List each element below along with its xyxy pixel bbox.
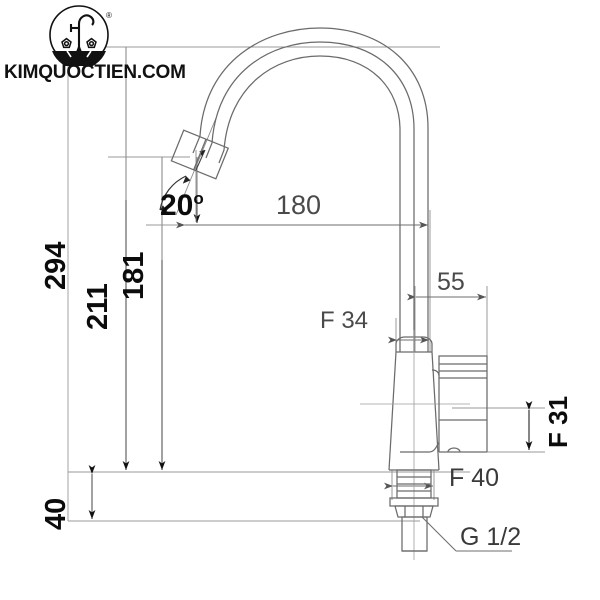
aerator-tip bbox=[170, 129, 230, 180]
brand-name: KIMQUOCTIEN.COM bbox=[4, 62, 186, 83]
dimension-211-label: 211 bbox=[82, 283, 114, 330]
mounting-shank bbox=[389, 469, 439, 552]
faucet-in-circle-logo: ® bbox=[49, 5, 112, 66]
dimension-181-label: 181 bbox=[118, 251, 150, 300]
leader-line-g12 bbox=[421, 516, 512, 552]
dimension-f40-label: F 40 bbox=[449, 464, 500, 492]
dimension-f31-label: F 31 bbox=[543, 395, 573, 448]
dimension-40-label: 40 bbox=[40, 497, 72, 530]
dimension-180-label: 180 bbox=[276, 190, 322, 220]
svg-text:®: ® bbox=[106, 11, 112, 20]
dimension-f34-label: F 34 bbox=[320, 307, 369, 334]
extension-lines bbox=[68, 46, 545, 522]
faucet-outline bbox=[192, 27, 429, 352]
brand-watermark: ® KIMQUOCTIEN.COM bbox=[0, 0, 200, 100]
degree-symbol: o bbox=[193, 189, 204, 208]
angle-marks-20-degrees bbox=[159, 117, 217, 222]
dimension-294-label: 294 bbox=[40, 241, 72, 290]
dimension-20-degrees-label: 20o bbox=[160, 190, 204, 221]
callout-g12-label: G 1/2 bbox=[460, 523, 522, 551]
handle bbox=[400, 355, 488, 453]
dimension-55-label: 55 bbox=[437, 268, 465, 296]
angle-value: 20 bbox=[160, 189, 194, 222]
